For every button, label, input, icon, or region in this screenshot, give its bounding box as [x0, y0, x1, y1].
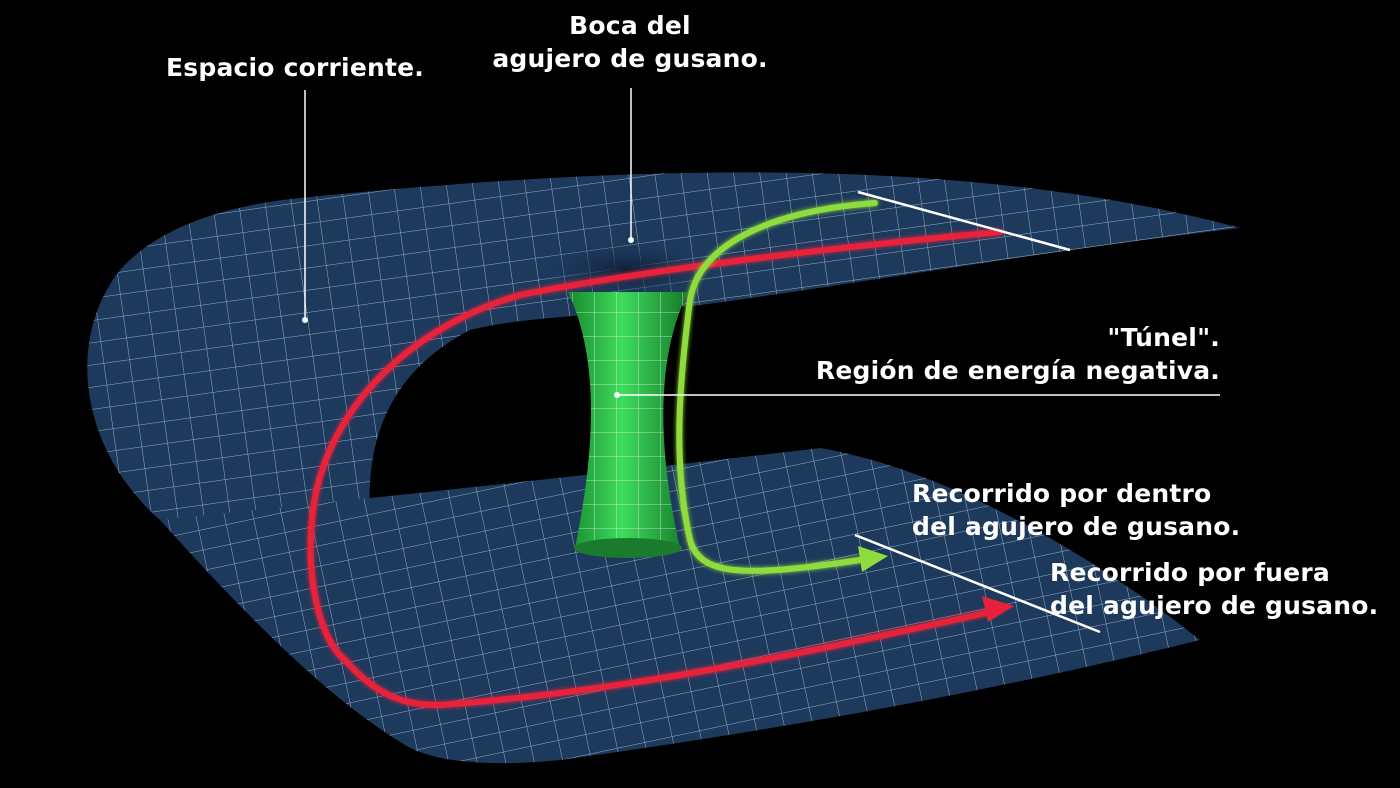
- lower-space-sheet: [160, 448, 1200, 764]
- upper-space-sheet: [87, 172, 1241, 540]
- label-recorrido-dentro: Recorrido por dentro del agujero de gusa…: [912, 477, 1240, 543]
- outside-path: [307, 229, 1003, 709]
- label-fuera-line2: del agujero de gusano.: [1050, 591, 1379, 620]
- label-dentro-line1: Recorrido por dentro: [912, 479, 1212, 508]
- label-recorrido-fuera: Recorrido por fuera del agujero de gusan…: [1050, 556, 1378, 622]
- inside-path: [676, 200, 878, 574]
- outside-path-arrow: [982, 596, 1014, 622]
- bottom-end-marker: [854, 533, 1101, 634]
- label-tunel-line1: "Túnel".: [1107, 323, 1220, 352]
- label-fuera-line1: Recorrido por fuera: [1050, 558, 1330, 587]
- label-boca-line1: Boca del: [569, 11, 691, 40]
- top-start-marker: [857, 190, 1071, 252]
- callout-espacio: [302, 90, 308, 323]
- label-boca-line2: agujero de gusano.: [492, 44, 768, 73]
- callout-boca: [628, 88, 634, 243]
- label-espacio-corriente: Espacio corriente.: [166, 51, 424, 84]
- wormhole-throat: [568, 292, 688, 558]
- label-dentro-line2: del agujero de gusano.: [912, 512, 1241, 541]
- callout-tunel: [614, 392, 1220, 398]
- label-tunel: "Túnel". Región de energía negativa.: [780, 321, 1220, 387]
- label-boca: Boca del agujero de gusano.: [470, 9, 790, 75]
- inside-path-arrow: [858, 546, 888, 572]
- label-espacio-text: Espacio corriente.: [166, 53, 424, 82]
- label-tunel-line2: Región de energía negativa.: [815, 356, 1220, 385]
